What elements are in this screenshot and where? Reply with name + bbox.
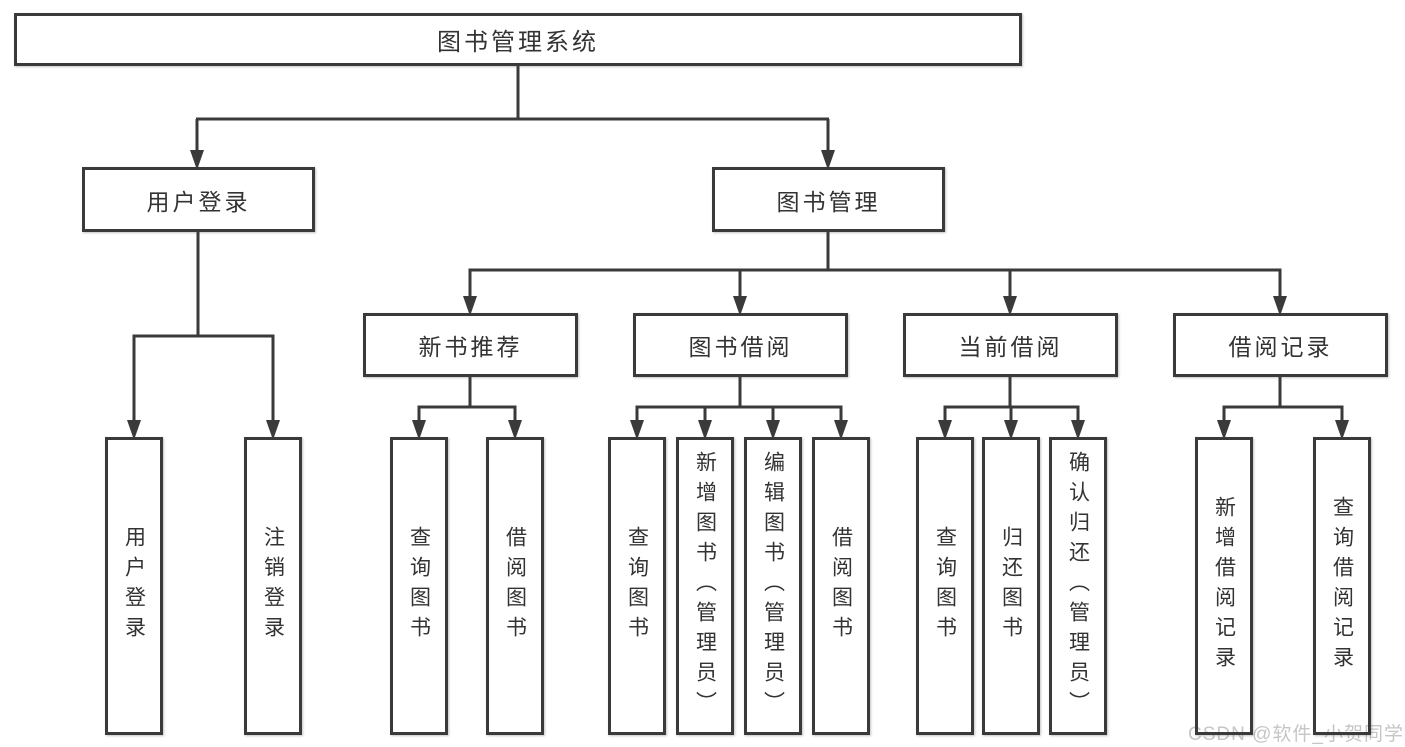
leaf-edit-books-admin-label: 编辑图书（管理员） xyxy=(761,451,785,721)
leaf-confirm-return-admin-label: 确认归还（管理员） xyxy=(1066,451,1090,721)
leaf-query-books-current: 查询图书 xyxy=(916,437,974,735)
leaf-logout-login-label: 注销登录 xyxy=(261,526,285,646)
arrowheads xyxy=(127,150,1349,440)
leaf-add-borrow-record: 新增借阅记录 xyxy=(1195,437,1253,735)
leaf-borrow-books-recommend-label: 借阅图书 xyxy=(503,526,527,646)
node-borrow-records-label: 借阅记录 xyxy=(1228,334,1333,360)
leaf-logout-login: 注销登录 xyxy=(244,437,302,735)
node-user-login-label: 用户登录 xyxy=(146,188,251,215)
node-borrow-records: 借阅记录 xyxy=(1173,313,1388,377)
leaf-borrow-books-label: 借阅图书 xyxy=(829,526,853,646)
node-book-borrowing-label: 图书借阅 xyxy=(688,334,793,360)
leaf-add-books-admin: 新增图书（管理员） xyxy=(676,437,734,735)
leaf-query-borrow-record: 查询借阅记录 xyxy=(1313,437,1371,735)
node-book-borrowing: 图书借阅 xyxy=(633,313,848,377)
leaf-confirm-return-admin: 确认归还（管理员） xyxy=(1049,437,1107,735)
node-book-management: 图书管理 xyxy=(712,167,945,232)
leaf-borrow-books: 借阅图书 xyxy=(812,437,870,735)
leaf-query-books-borrowing-label: 查询图书 xyxy=(625,526,649,646)
node-user-login: 用户登录 xyxy=(82,167,315,232)
node-new-book-recommend-label: 新书推荐 xyxy=(418,334,523,360)
csdn-watermark: CSDN @软件_小贺同学 xyxy=(1188,724,1404,745)
leaf-user-login-label: 用户登录 xyxy=(122,526,146,646)
node-current-borrowing: 当前借阅 xyxy=(903,313,1118,377)
leaf-user-login: 用户登录 xyxy=(105,437,163,735)
leaf-query-books-current-label: 查询图书 xyxy=(933,526,957,646)
leaf-query-books-borrowing: 查询图书 xyxy=(608,437,666,735)
node-book-management-label: 图书管理 xyxy=(776,188,881,215)
leaf-edit-books-admin: 编辑图书（管理员） xyxy=(744,437,802,735)
node-library-system: 图书管理系统 xyxy=(14,13,1022,66)
leaf-borrow-books-recommend: 借阅图书 xyxy=(486,437,544,735)
leaf-add-books-admin-label: 新增图书（管理员） xyxy=(693,451,717,721)
leaf-add-borrow-record-label: 新增借阅记录 xyxy=(1212,496,1236,676)
node-current-borrowing-label: 当前借阅 xyxy=(958,334,1063,360)
leaf-query-books-recommend-label: 查询图书 xyxy=(407,526,431,646)
leaf-query-borrow-record-label: 查询借阅记录 xyxy=(1330,496,1354,676)
node-new-book-recommend: 新书推荐 xyxy=(363,313,578,377)
leaf-return-books-label: 归还图书 xyxy=(999,526,1023,646)
leaf-return-books: 归还图书 xyxy=(982,437,1040,735)
leaf-query-books-recommend: 查询图书 xyxy=(390,437,448,735)
node-library-system-label: 图书管理系统 xyxy=(437,29,599,56)
